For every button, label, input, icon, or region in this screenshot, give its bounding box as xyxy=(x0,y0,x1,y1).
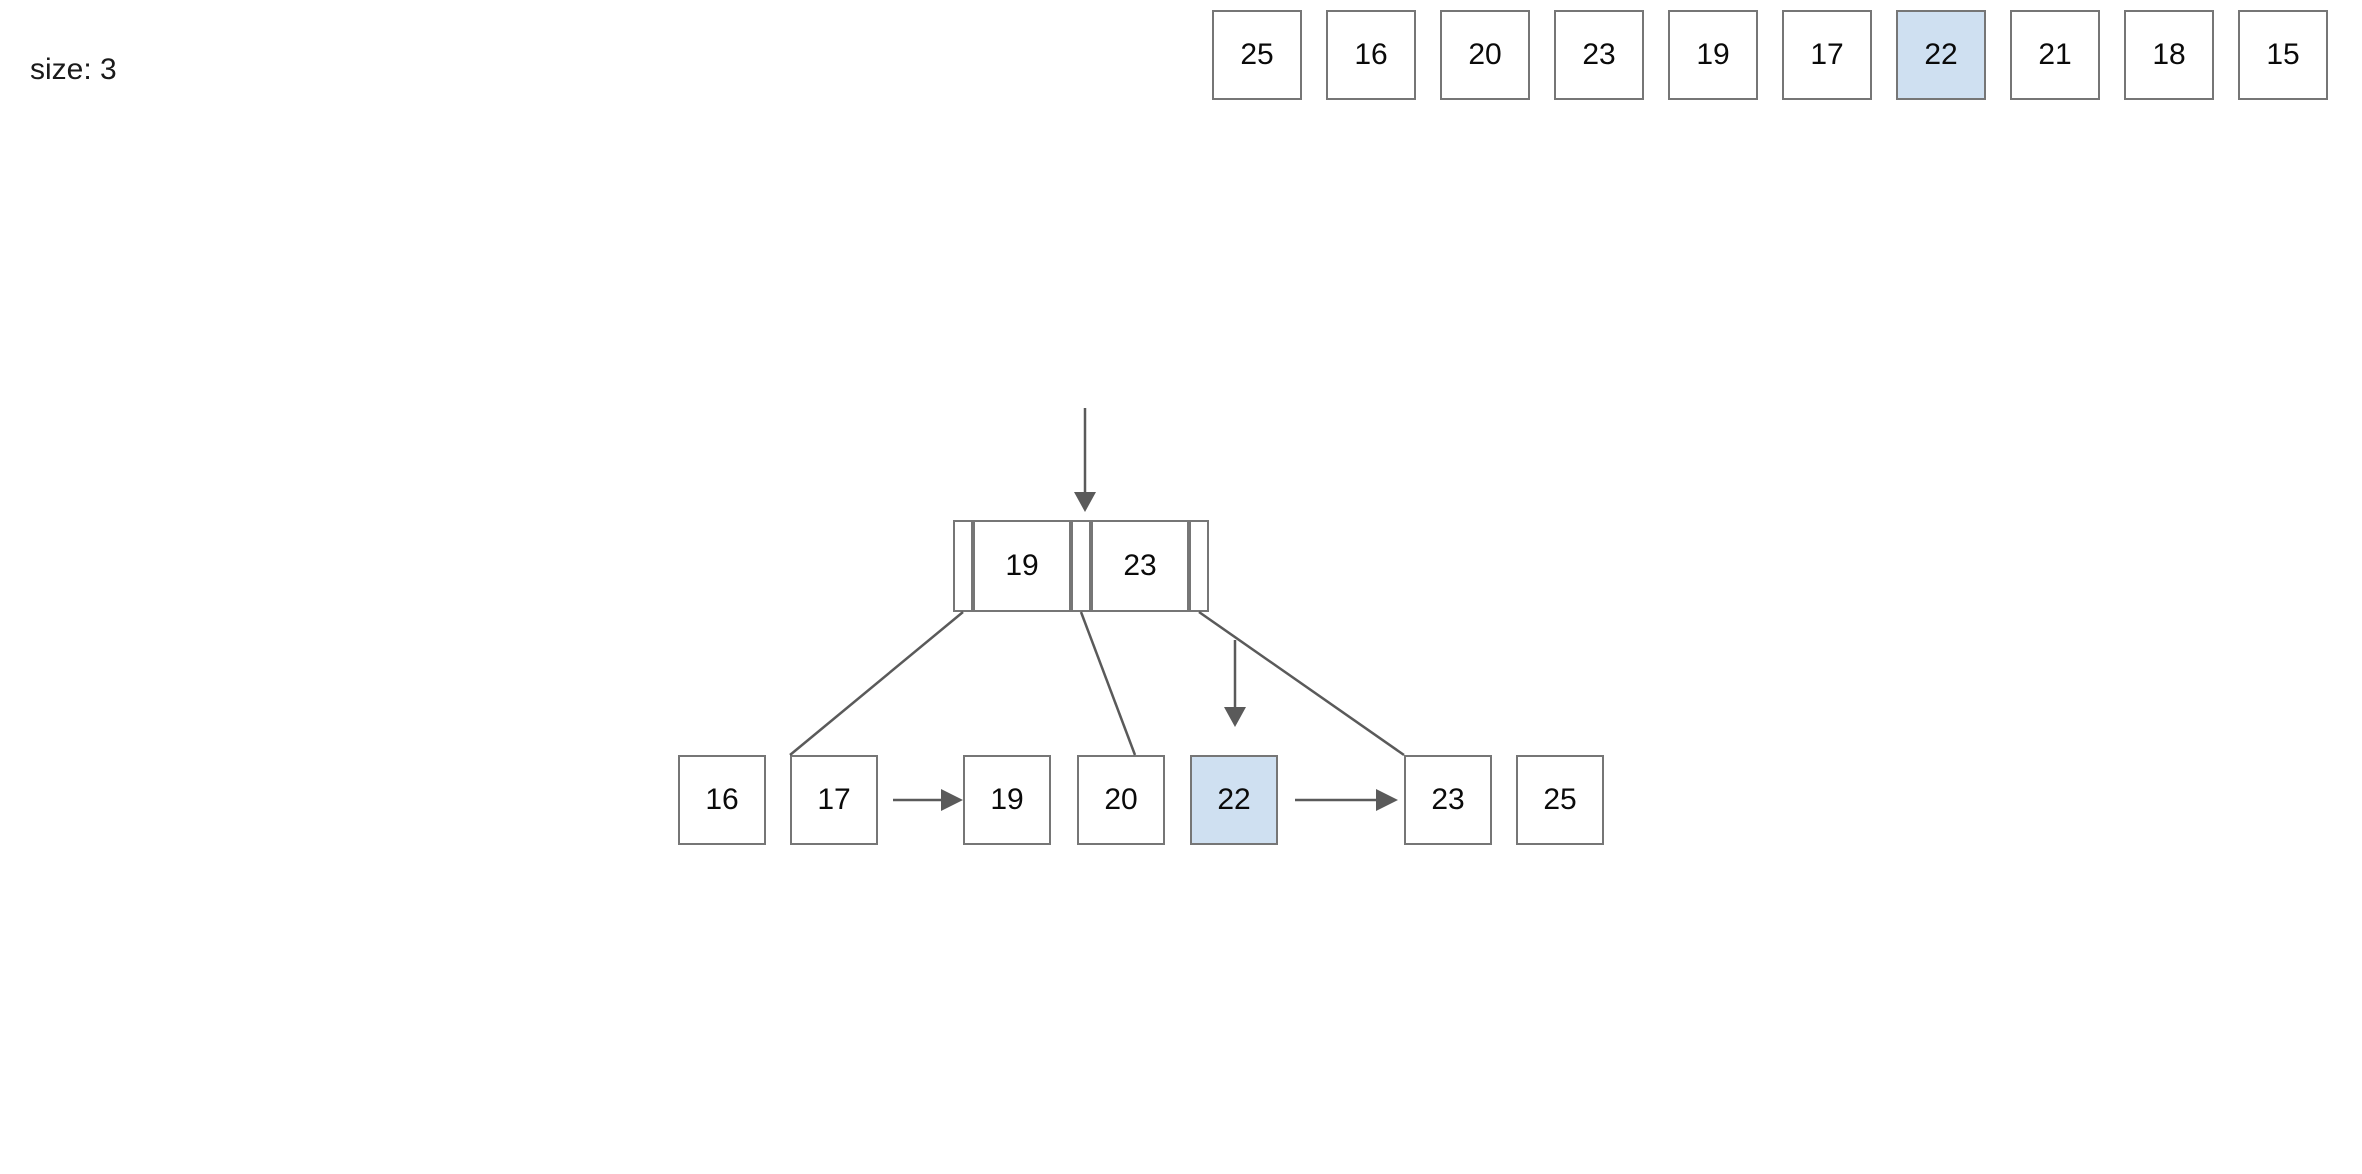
queue-cell[interactable]: 18 xyxy=(2124,10,2214,100)
pending-values-queue: 25 16 20 23 19 17 22 21 18 15 xyxy=(0,0,2362,120)
leaf-cell[interactable]: 19 xyxy=(963,755,1051,845)
queue-cell[interactable]: 15 xyxy=(2238,10,2328,100)
leaf-cell[interactable]: 17 xyxy=(790,755,878,845)
queue-cell[interactable]: 16 xyxy=(1326,10,1416,100)
leaf-cell[interactable]: 25 xyxy=(1516,755,1604,845)
root-pointer-cell[interactable] xyxy=(1071,520,1091,612)
queue-cell[interactable]: 23 xyxy=(1554,10,1644,100)
root-key-cell[interactable]: 23 xyxy=(1091,520,1189,612)
queue-cell[interactable]: 17 xyxy=(1782,10,1872,100)
leaf-cell[interactable]: 22 xyxy=(1190,755,1278,845)
queue-cell[interactable]: 25 xyxy=(1212,10,1302,100)
root-pointer-cell[interactable] xyxy=(953,520,973,612)
leaf-cell[interactable]: 20 xyxy=(1077,755,1165,845)
size-status-label: size: 3 xyxy=(30,53,117,86)
leaf-cell[interactable]: 16 xyxy=(678,755,766,845)
leaf-cell[interactable]: 23 xyxy=(1404,755,1492,845)
queue-cell[interactable]: 21 xyxy=(2010,10,2100,100)
root-key-cell[interactable]: 19 xyxy=(973,520,1071,612)
queue-cell[interactable]: 22 xyxy=(1896,10,1986,100)
queue-cell[interactable]: 20 xyxy=(1440,10,1530,100)
queue-cell[interactable]: 19 xyxy=(1668,10,1758,100)
